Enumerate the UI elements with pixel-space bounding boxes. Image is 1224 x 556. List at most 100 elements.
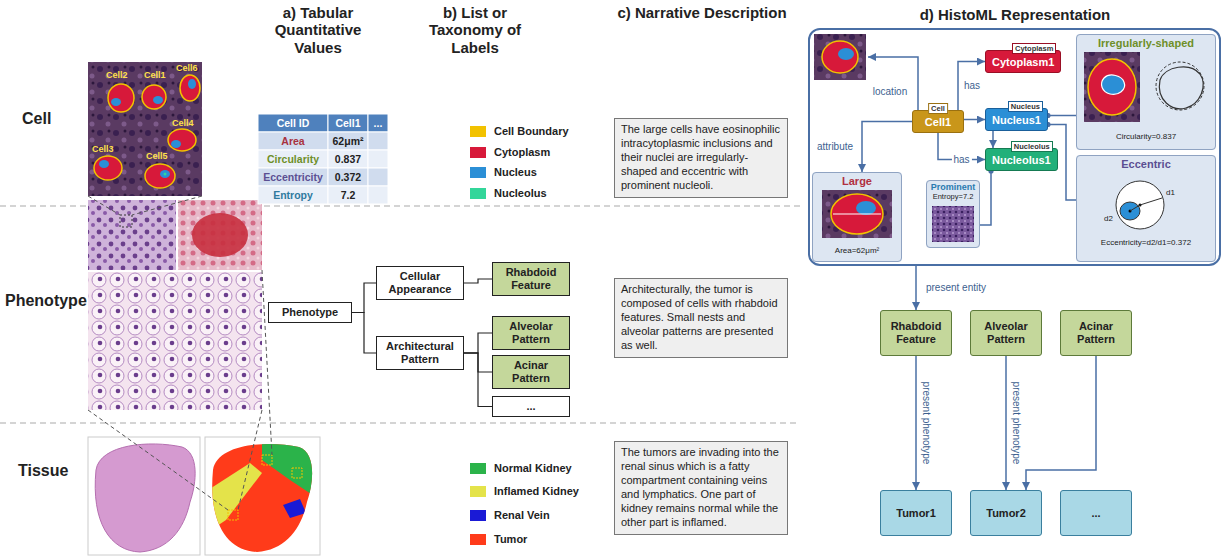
diameter-line [833,213,881,214]
cell-id-label: Cell5 [146,151,168,161]
relation-arrow [1005,356,1007,490]
cell-id-label: Cell4 [172,118,194,128]
table-cell-bg [328,168,368,186]
tree-connector [464,353,492,407]
relation-arrow [1026,356,1096,490]
legend-text: Cell Boundary [494,125,569,137]
table-cell-bg [328,186,368,204]
zoom-box [228,510,238,520]
narrative-text: Architecturally, the tumor is composed o… [621,283,781,353]
entity-type-tag: Nucleolus [1011,141,1053,152]
attribute-panel: Irregularly-shapedCircularity=0.837 [1076,34,1216,150]
cell-id-label: Cell6 [176,63,198,73]
legend-swatch [470,463,486,474]
entity-name: Nucleolus1 [992,154,1051,167]
cell-shape [180,75,200,101]
entity-type-tag: Cell [928,103,948,114]
separator-line [0,422,800,423]
nucleolus-shape [164,173,167,176]
attribute-panel: ProminentEntropy=7.2 [926,180,980,248]
panel-image [1084,52,1140,122]
edge-label: has [951,154,971,166]
measurement-value: Entropy=7.2 [927,193,979,202]
table-cell-bg [368,132,388,150]
legend-text: Cytoplasm [494,146,550,158]
zoom-line [132,196,202,215]
table-cell-bg [368,150,388,168]
entity-box: CellCell1 [912,110,964,133]
table-cell: Circularity [258,150,328,168]
nucleus-shape [160,170,170,178]
edge-label: present phenotype [920,380,932,467]
relation-arrow [964,119,985,121]
d2-line [1130,205,1140,211]
zoom-line [262,270,272,455]
phenotype-entity-box: Rhabdoid Feature [880,310,952,356]
zoom-line [88,196,120,215]
zoom-line [238,410,262,510]
entity-name: Cytoplasm1 [992,56,1054,69]
slide-frame [88,437,200,555]
annotation-regions [208,440,320,532]
edge-label: present entity [924,282,988,294]
table-grid [258,114,388,204]
column-heading: c) Narrative Description [617,4,786,21]
table-cell: 0.372 [328,168,368,186]
legend-text: Tumor [494,533,527,545]
entity-box: CytoplasmCytoplasm1 [985,50,1061,73]
nucleus-shape [856,201,876,215]
histoml-figures [812,34,1216,262]
nucleus-shape [1102,75,1125,94]
nucleus-shape [111,98,121,106]
phenotype-images [88,200,262,410]
measurement-value: Circularity=0.837 [1077,132,1215,141]
node-text: Tumor2 [986,507,1026,520]
taxonomy-box: ... [492,396,570,417]
legend-item: Inflamed Kidney [470,485,579,497]
phenotype-label-box: Acinar Pattern [492,355,570,389]
tumor-entity-box: ... [1060,490,1132,536]
relation-arrow [862,122,912,173]
legend-text: Renal Vein [494,509,550,521]
zoom-box [120,215,132,227]
tumor-entity-box: Tumor1 [880,490,952,536]
blood-region [192,213,248,257]
tissue-images [88,437,320,555]
attribute-heading: Prominent [927,182,979,192]
d1-line [1140,198,1162,205]
legend-item: Normal Kidney [470,462,572,474]
edge-label: location [873,86,907,98]
table-cell-bg [258,186,328,204]
column-heading: d) HistoML Representation [920,6,1111,23]
column-heading: a) Tabular Quantitative Values [258,4,378,56]
panel-ground [1076,155,1216,262]
entity-box: NucleolusNucleolus1 [985,148,1058,171]
relation-arrow [958,62,985,111]
legend-item: Renal Vein [470,509,550,521]
dimension-label: d1 [1166,188,1175,197]
cell-id-label: Cell3 [92,144,114,154]
narrative-box: The large cells have eosinophilic intrac… [614,118,788,198]
relation-arrow [915,266,917,310]
nucleus-shape [188,79,196,89]
legend-item: Cytoplasm [470,146,550,158]
table-cell: Cell1 [328,114,368,132]
column-heading: b) List or Taxonomy of Labels [415,4,535,56]
legend-swatch [470,188,486,199]
attribute-panel: EccentricEccentricity=d2/d1=0.372 [1076,155,1216,262]
node-text: Cellular Appearance [381,270,459,296]
legend-text: Normal Kidney [494,462,572,474]
table-cell-bg [258,132,328,150]
table-cell-bg [368,114,388,132]
relation-arrow [915,356,917,490]
cell-id-label: Cell1 [144,70,166,80]
phenotype-label-box: Rhabdoid Feature [492,262,570,296]
table-cell-bg [328,114,368,132]
reference-circle [1156,62,1204,110]
table-cell: ... [368,114,388,132]
nucleus-shape [171,140,181,148]
phenotype-entity-box: Acinar Pattern [1060,310,1132,356]
node-text: Alveolar Pattern [974,320,1038,346]
node-text: Architectural Pattern [381,340,459,366]
